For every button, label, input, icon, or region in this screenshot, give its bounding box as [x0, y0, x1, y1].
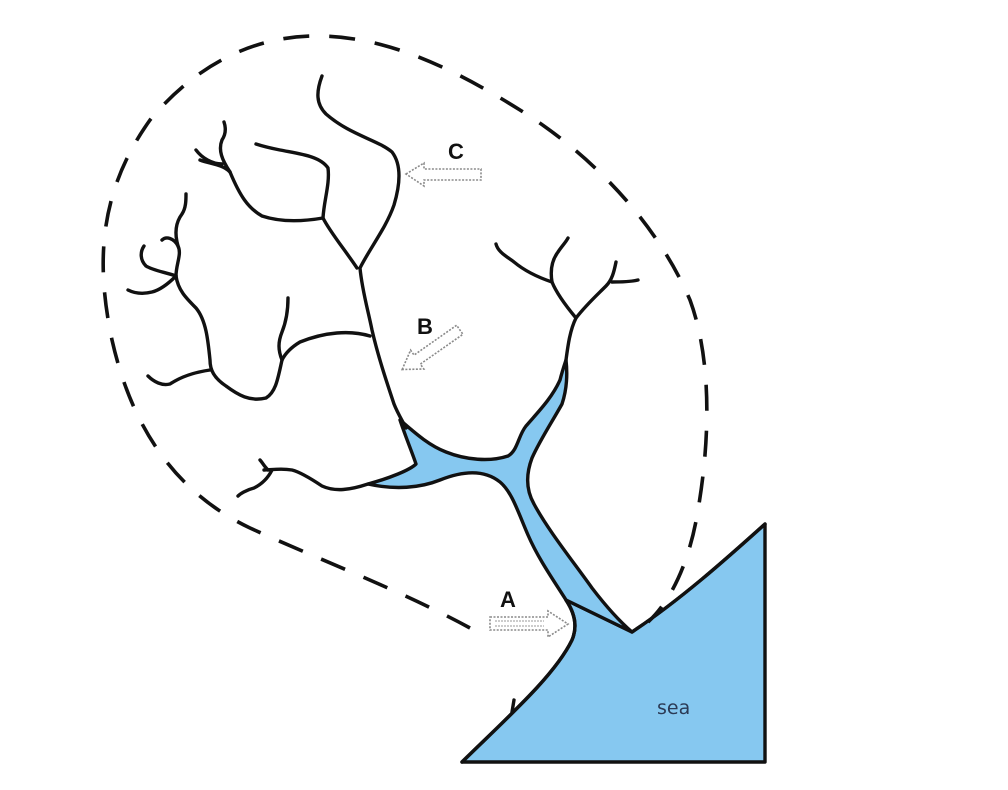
tributary-lower-left-twig-2	[258, 458, 270, 472]
tributary-right-twig-3	[610, 278, 640, 284]
tributary-middle-left-twig-3	[139, 244, 178, 278]
arrow-b	[400, 324, 465, 371]
tributary-middle-left-twig-4	[126, 274, 178, 296]
tributary-middle-left-twig-2	[146, 368, 212, 387]
watershed-boundary	[101, 34, 709, 630]
tributary-upper-left-twig-1	[218, 120, 232, 174]
tributary-middle-left-twig-5	[174, 192, 188, 248]
tributary-lower-left-twig-1	[236, 468, 274, 498]
tributary-right-twig-1	[494, 242, 578, 320]
coast-tick	[510, 698, 516, 714]
sea-label: sea	[657, 697, 690, 719]
label-a: A	[500, 587, 516, 612]
main-river	[316, 74, 408, 430]
tributary-upper-left-branch	[198, 158, 325, 223]
tributary-middle-left	[160, 236, 372, 401]
tributary-middle-left-twig-1	[277, 296, 290, 362]
sea-area	[460, 522, 767, 764]
tributary-right-twig-2	[549, 236, 570, 284]
tributary-lower-left	[262, 467, 370, 492]
coastline-left	[460, 598, 577, 764]
tributary-right	[564, 260, 618, 362]
tributary-upper-left-twig-2	[194, 148, 224, 166]
arrow-c	[404, 161, 482, 188]
arrow-a	[489, 609, 570, 639]
estuary-channel	[366, 358, 634, 634]
label-c: C	[448, 139, 464, 164]
tributary-upper-left	[254, 142, 359, 270]
label-b: B	[417, 314, 433, 339]
